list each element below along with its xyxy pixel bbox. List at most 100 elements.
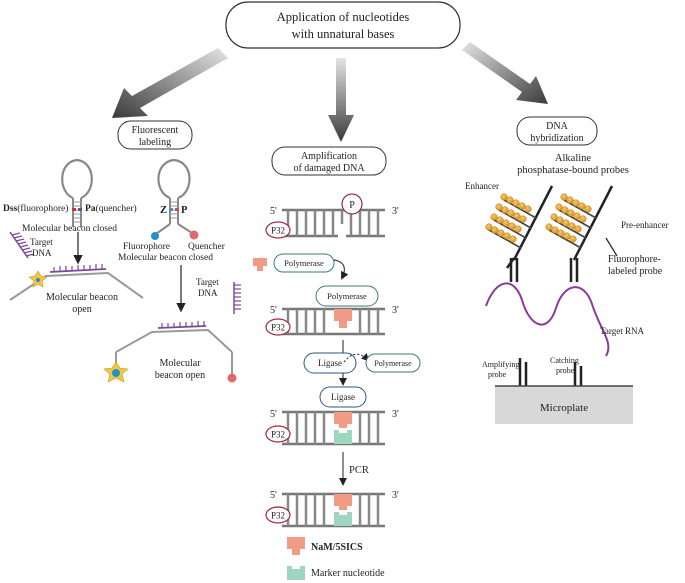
flow-arrow-left — [112, 48, 228, 118]
legend-nam-icon — [287, 537, 305, 555]
target-dna-label-2a: Target — [196, 277, 219, 287]
amplifying-probe-label-1: Amplifying — [482, 360, 519, 369]
p32-badge-4: P32 — [265, 506, 291, 524]
capture-probes — [518, 358, 583, 386]
dss-bold: Dss — [3, 204, 18, 214]
header-title-line1: Application of nucleotides — [277, 10, 410, 24]
beacon-open-label-1b: open — [72, 304, 91, 315]
target-dna-strand-1 — [9, 231, 35, 259]
catching-probe-label-2: probe — [556, 366, 575, 375]
alkaline-label-2: phosphatase-bound probes — [517, 165, 629, 176]
p32-badge-3: P32 — [265, 425, 291, 443]
three-prime-2: 3' — [392, 305, 399, 316]
p-marker-text: P — [349, 200, 355, 211]
p32-text-1: P32 — [271, 226, 285, 236]
pa-bold: Pa — [85, 204, 96, 214]
five-prime-2: 5' — [270, 305, 277, 316]
p32-text-4: P32 — [271, 511, 285, 521]
polymerase-pill-3: Polymerase — [365, 353, 421, 373]
amplifying-probe-label-2: probe — [488, 370, 507, 379]
pa-rest: (quencher) — [96, 203, 137, 214]
dna-ladder-1 — [282, 208, 385, 238]
polymerase-text-2: Polymerase — [327, 291, 367, 301]
pa-label: Pa(quencher) — [85, 203, 137, 214]
beacon-closed-label-1: Molecular beacon closed — [22, 224, 117, 234]
hybridization-box-line2: hybridization — [530, 133, 583, 144]
dss-label: Dss(fluorophore) — [3, 203, 68, 214]
ligase-text-1: Ligase — [318, 358, 342, 368]
target-dna-label-1a: Target — [30, 237, 53, 247]
five-prime-3: 5' — [270, 409, 277, 420]
dna-ladder-4 — [282, 492, 385, 528]
polymerase-pill-1: Polymerase — [273, 253, 335, 273]
fluorescent-box-line2: labeling — [139, 137, 171, 148]
target-dna-strand-2 — [233, 282, 241, 314]
pre-enhancer-label: Pre-enhancer — [621, 220, 668, 230]
fluorescent-labeling-box: Fluorescent labeling — [117, 120, 193, 150]
dna-hybridization-box: DNA hybridization — [516, 116, 598, 146]
z-label: Z — [160, 205, 167, 216]
beacon-open-label-2a: Molecular — [159, 358, 201, 369]
hairpin-beacon-2 — [151, 158, 199, 240]
legend-nam-label: NaM/5SICS — [311, 542, 363, 553]
five-prime-1: 5' — [270, 206, 277, 217]
five-prime-4: 5' — [270, 490, 277, 501]
polymerase-text-3: Polymerase — [374, 359, 412, 368]
p32-badge-1: P32 — [265, 221, 291, 239]
header-box: Application of nucleotides with unnatura… — [225, 1, 461, 49]
microplate: Microplate — [495, 385, 633, 424]
header-title-line2: with unnatural bases — [292, 27, 395, 41]
alkaline-label-1: Alkaline — [555, 153, 591, 164]
amplification-box-line2: of damaged DNA — [293, 163, 365, 174]
target-rna-strand — [485, 282, 610, 357]
beacon-open-label-2b: beacon open — [155, 370, 205, 381]
ligase-text-2: Ligase — [331, 392, 355, 402]
dss-rest: (fluorophore) — [17, 203, 68, 214]
fluorophore-label: Fluorophore — [123, 242, 170, 252]
target-rna-label: Target RNA — [600, 326, 644, 336]
ligase-pill-bottom: Ligase — [319, 386, 367, 408]
enhancer-label: Enhancer — [465, 181, 499, 191]
target-dna-label-1b: DNA — [32, 248, 52, 258]
arrow-polymerase-1 — [333, 259, 349, 280]
quencher-label: Quencher — [188, 242, 226, 252]
three-prime-4: 3' — [392, 490, 399, 501]
open-beacon-1 — [9, 264, 144, 301]
fluorophore-probe-label-1: Fluorophore- — [608, 254, 661, 265]
amplification-box: Amplification of damaged DNA — [271, 146, 387, 176]
ligase-pill-left: Ligase — [303, 352, 357, 374]
p32-text-3: P32 — [271, 430, 285, 440]
pcr-label: PCR — [349, 465, 369, 476]
polymerase-pill-2: Polymerase — [315, 285, 379, 307]
microplate-label: Microplate — [540, 402, 588, 414]
beacon-closed-label-2: Molecular beacon closed — [118, 253, 213, 263]
legend-marker-label: Marker nucleotide — [311, 568, 385, 579]
p-marker-circle: P — [341, 193, 363, 215]
dna-ladder-3 — [282, 410, 385, 446]
flow-arrow-right — [462, 42, 548, 104]
probe-tree-2 — [545, 185, 618, 282]
three-prime-1: 3' — [392, 206, 399, 217]
quencher-dot-icon — [189, 230, 199, 240]
flow-arrow-center — [328, 58, 354, 142]
nam-piece-incoming — [253, 258, 267, 271]
fluorophore-dot-icon — [151, 232, 159, 240]
arrow-polymerase-leave — [343, 352, 370, 363]
catching-probe-label-1: Catching — [550, 356, 579, 365]
open-beacon-2 — [103, 321, 237, 383]
hybridization-box-line1: DNA — [546, 121, 568, 132]
amplification-box-line1: Amplification — [301, 151, 357, 162]
dna-ladder-2 — [282, 307, 385, 336]
beacon-open-label-1a: Molecular beacon — [46, 292, 118, 303]
p32-badge-2: P32 — [265, 318, 291, 336]
polymerase-text-1: Polymerase — [284, 258, 324, 268]
hairpin-beacon-1 — [61, 158, 93, 227]
fluorescent-box-line1: Fluorescent — [132, 125, 179, 136]
legend-marker-icon — [287, 566, 305, 580]
p-label: P — [181, 205, 188, 216]
target-dna-label-2b: DNA — [198, 288, 218, 298]
three-prime-3: 3' — [392, 409, 399, 420]
p32-text-2: P32 — [271, 323, 285, 333]
fluorophore-probe-label-2: labeled probe — [608, 266, 663, 277]
